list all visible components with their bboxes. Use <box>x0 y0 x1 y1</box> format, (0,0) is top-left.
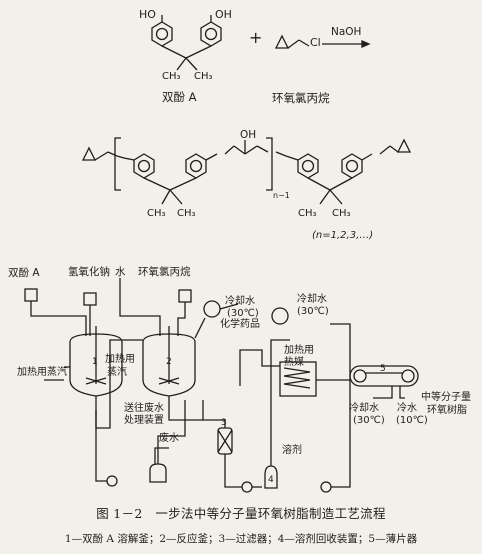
product-methyl-2: CH₃ <box>177 208 196 219</box>
solvent-recovery-4 <box>264 465 278 489</box>
epichlorohydrin-structure <box>274 34 310 49</box>
cooling-water-2-temp: (30℃) <box>297 306 329 317</box>
condenser-2 <box>271 307 289 325</box>
heating-steam-1-label: 加热用蒸汽 <box>17 365 67 378</box>
n-note: (n=1,2,3,…) <box>312 230 373 241</box>
reactant1-oh-right: OH <box>215 8 232 21</box>
waste-water-label: 废水 <box>159 431 179 444</box>
pump-1 <box>106 475 118 487</box>
epoxy-product-structure <box>81 137 412 205</box>
waste-treatment-label-b: 处理装置 <box>124 413 164 426</box>
reactant2-name: 环氧氯丙烷 <box>272 91 330 105</box>
product-methyl-1: CH₃ <box>147 208 166 219</box>
waste-water-tank <box>149 463 167 483</box>
recovery-4-number: 4 <box>268 475 274 485</box>
condenser-1 <box>203 300 221 318</box>
vessel-2-number: 2 <box>166 357 172 367</box>
ech-feed-hopper <box>178 289 192 303</box>
chilled-water-temp: (10℃) <box>396 415 428 426</box>
waste-treatment-label-a: 送往废水 <box>124 401 164 414</box>
reactant1-methyl-1: CH₃ <box>162 71 181 82</box>
heating-steam-2-label-a: 加热用 <box>105 352 135 365</box>
figure-legend: 1—双酚 A 溶解釜；2—反应釜；3—过滤器；4—溶剂回收装置；5—薄片器 <box>64 533 418 545</box>
reactant1-oh-left: HO <box>139 8 156 21</box>
flaker-5 <box>349 365 419 387</box>
feed-bpa-label: 双酚 A <box>8 267 40 279</box>
product-methyl-4: CH₃ <box>332 208 351 219</box>
reaction-arrow <box>322 40 371 48</box>
bpa-feed-hopper <box>24 288 38 302</box>
feed-ech-label: 环氧氯丙烷 <box>138 265 191 278</box>
vessel-1-number: 1 <box>92 357 98 367</box>
chilled-water-label: 冷水 <box>397 401 417 414</box>
cooling-water-2-label: 冷却水 <box>297 292 327 305</box>
bisphenol-a-structure <box>151 15 222 71</box>
product-label-b: 环氧树脂 <box>427 403 467 416</box>
cooling-water-1-label: 冷却水 <box>225 294 255 307</box>
heat-medium-label-b: 热媒 <box>284 355 304 368</box>
feed-naoh-label: 氢氧化钠 <box>68 265 110 278</box>
product-oh: OH <box>240 129 256 141</box>
chemicals-label: 化学药品 <box>220 317 260 330</box>
cooling-water-3-label: 冷却水 <box>349 401 379 414</box>
reactant1-name: 双酚 A <box>162 90 197 104</box>
filter-3-number: 3 <box>221 418 227 428</box>
product-methyl-3: CH₃ <box>298 208 317 219</box>
cooling-water-3-temp: (30℃) <box>353 415 385 426</box>
product-label-a: 中等分子量 <box>421 390 471 403</box>
repeat-subscript: n−1 <box>273 191 290 200</box>
heat-medium-label-a: 加热用 <box>284 343 314 356</box>
pump-2 <box>241 481 253 493</box>
catalyst-label: NaOH <box>331 26 361 38</box>
pump-3 <box>320 481 332 493</box>
naoh-feed-hopper <box>83 292 97 306</box>
reactant2-cl: Cl <box>310 36 321 49</box>
reactant1-methyl-2: CH₃ <box>194 71 213 82</box>
reaction-plus: + <box>249 28 262 47</box>
solvent-label: 溶剂 <box>282 443 302 456</box>
feed-water-label: 水 <box>115 266 126 278</box>
heating-steam-2-label-b: 蒸汽 <box>107 365 127 378</box>
reactor-2 <box>142 326 196 410</box>
figure-title: 图 1－2 一步法中等分子量环氧树脂制造工艺流程 <box>96 506 386 521</box>
cooling-water-1-temp: (30℃) <box>227 308 259 319</box>
dissolving-tank-1 <box>69 326 123 410</box>
flaker-5-number: 5 <box>380 364 386 374</box>
heat-exchanger <box>279 361 317 397</box>
